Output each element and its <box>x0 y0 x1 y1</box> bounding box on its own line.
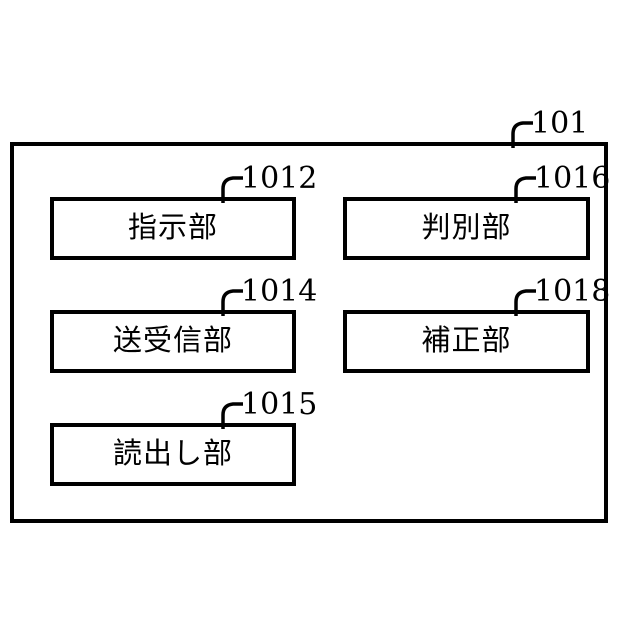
block-discrimination-unit: 判別部 <box>343 197 590 260</box>
ref-number-101: 101 <box>531 106 589 141</box>
block-label-correction-unit: 補正部 <box>421 323 512 357</box>
block-correction-unit: 補正部 <box>343 310 590 373</box>
block-transceiver-unit: 送受信部 <box>50 310 296 373</box>
block-readout-unit: 読出し部 <box>50 423 296 486</box>
block-label-discrimination-unit: 判別部 <box>421 210 512 244</box>
block-label-readout-unit: 読出し部 <box>112 436 233 470</box>
block-instruction-unit: 指示部 <box>50 197 296 260</box>
block-label-instruction-unit: 指示部 <box>127 210 218 244</box>
block-label-transceiver-unit: 送受信部 <box>112 323 233 357</box>
